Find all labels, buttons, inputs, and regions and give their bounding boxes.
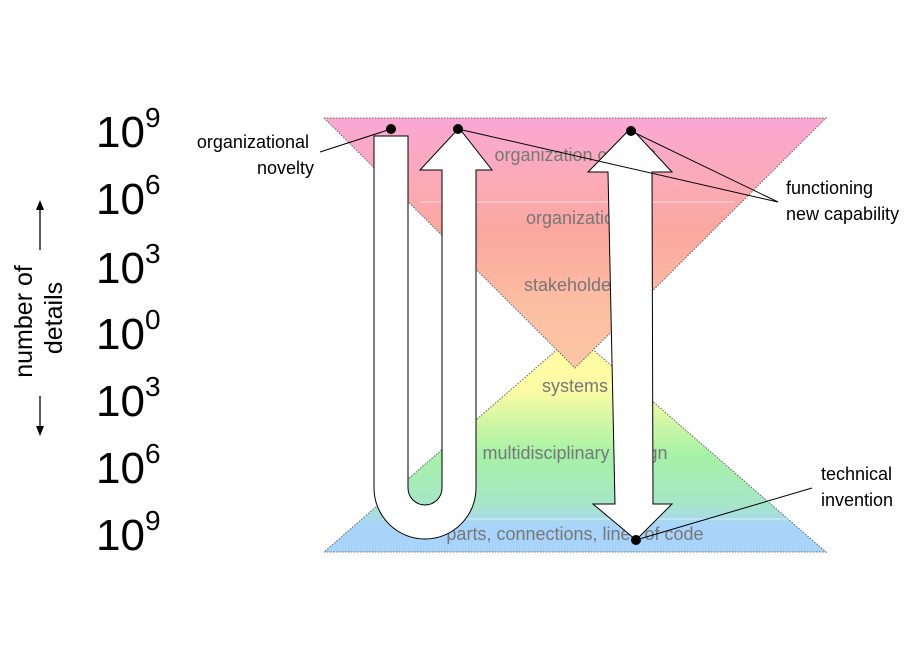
marker-dot: [453, 124, 463, 134]
u-turn-arrow: [373, 127, 494, 540]
scale-label: 109: [96, 102, 161, 157]
layer-label-systems: systems: [542, 376, 608, 396]
marker-dot: [626, 126, 636, 136]
marker-dot: [386, 124, 396, 134]
layer-label-organization: organization: [526, 208, 624, 228]
leader-line: [319, 128, 392, 153]
axis-title: number of details: [10, 258, 68, 378]
scale-label: 103: [96, 238, 161, 293]
marker-dot: [631, 535, 641, 545]
scale-label: 100: [96, 304, 161, 359]
annotation-technical-invention: technical invention: [821, 464, 897, 510]
leader-line: [457, 128, 779, 203]
axis-down-arrowhead: [36, 426, 44, 436]
annotation-functioning-new-capability: functioning new capability: [786, 178, 899, 224]
layer-label-stakeholders: stakeholders: [524, 275, 626, 295]
leader-line: [630, 130, 779, 203]
leader-line: [635, 487, 813, 541]
scale-label: 106: [96, 438, 161, 493]
annotation-organizational-novelty: organizational novelty: [197, 132, 314, 178]
scale-label: 109: [96, 505, 161, 560]
scale-label: 106: [96, 169, 161, 224]
axis-title-group: number of details: [10, 200, 68, 436]
scale-label: 103: [96, 371, 161, 426]
scale-labels: 109 106 103 100 103 106 109: [96, 102, 161, 560]
layer-label-parts: parts, connections, lines of code: [446, 524, 703, 544]
axis-up-arrowhead: [36, 200, 44, 210]
